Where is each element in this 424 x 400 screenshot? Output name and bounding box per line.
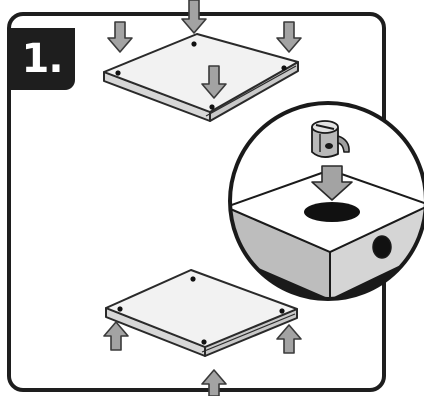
down-arrow-icon: [107, 21, 133, 53]
down-arrow-icon: [276, 21, 302, 53]
down-arrow-icon: [311, 165, 353, 201]
bottom-panel-face: [105, 269, 298, 348]
drill-hole-icon: [190, 276, 196, 282]
drill-hole-icon: [281, 65, 287, 71]
drill-hole-icon: [209, 104, 215, 110]
drill-hole-icon: [279, 308, 285, 314]
up-arrow-icon: [103, 321, 129, 351]
drill-hole-icon: [115, 70, 121, 76]
up-arrow-icon: [276, 324, 302, 354]
side-hole-icon: [372, 235, 392, 259]
top-panel: [103, 33, 299, 122]
step-number-badge: 1.: [9, 28, 75, 90]
drill-hole-icon: [191, 41, 197, 47]
cam-lock-icon: [311, 120, 350, 158]
bottom-panel: [105, 269, 298, 357]
detail-inset: [228, 101, 424, 301]
down-arrow-icon: [201, 65, 227, 99]
inset-border: [228, 101, 424, 301]
cam-hole-icon: [304, 202, 360, 222]
up-arrow-icon: [201, 369, 227, 397]
top-panel-groove: [205, 65, 297, 117]
down-arrow-icon: [181, 0, 207, 34]
bottom-panel-groove: [201, 313, 296, 353]
drill-hole-icon: [117, 306, 123, 312]
top-panel-face: [103, 33, 299, 113]
drill-hole-icon: [201, 339, 207, 345]
